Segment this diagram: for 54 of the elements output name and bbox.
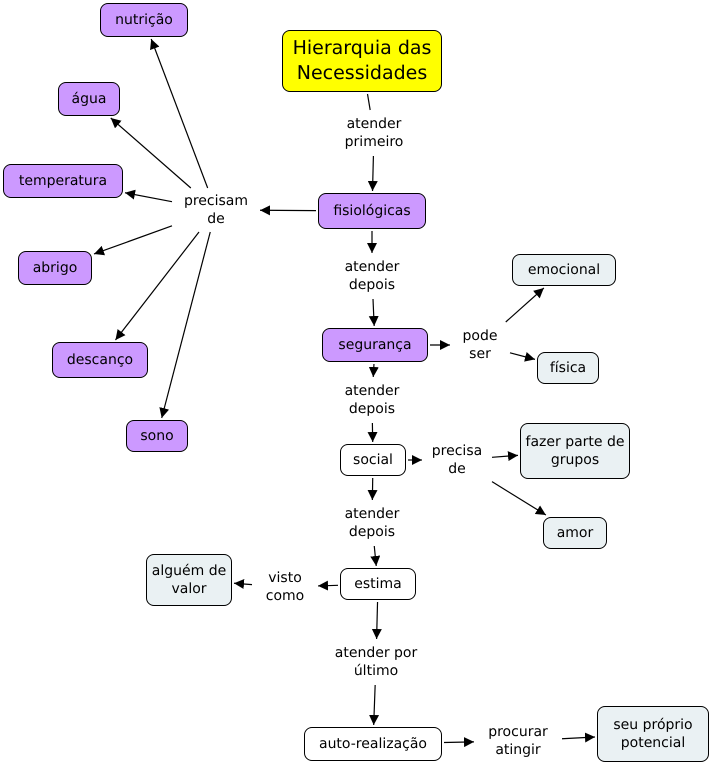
concept-box: física xyxy=(537,352,599,384)
concept-box: estima xyxy=(340,568,416,600)
concept-box: sono xyxy=(126,420,188,452)
arrow xyxy=(150,38,208,188)
linking-phrase: atender por último xyxy=(324,641,428,683)
arrow xyxy=(408,455,422,465)
arrow xyxy=(368,364,379,378)
concept-box: segurança xyxy=(322,328,428,362)
linking-phrase: atender depois xyxy=(330,255,414,297)
linking-phrase: visto como xyxy=(254,566,316,608)
concept-box: alguém de valor xyxy=(146,554,232,606)
arrow xyxy=(260,205,316,216)
arrow xyxy=(368,478,378,500)
arrow xyxy=(510,352,536,362)
arrow xyxy=(369,684,380,726)
arrow xyxy=(110,118,192,188)
linking-phrase: atender depois xyxy=(330,379,414,421)
linking-phrase: precisa de xyxy=(424,439,490,481)
arrow xyxy=(562,732,596,743)
arrow xyxy=(492,481,546,516)
concept-box: seu próprio potencial xyxy=(597,706,709,762)
concept-box: nutrição xyxy=(100,3,188,37)
concept-box: fazer parte de grupos xyxy=(520,423,630,479)
linking-phrase: atender depois xyxy=(330,502,414,544)
arrow xyxy=(492,451,518,462)
concept-box: descanço xyxy=(52,342,148,378)
arrow xyxy=(444,737,474,748)
arrow xyxy=(234,579,252,589)
concept-box: fisiológicas xyxy=(318,193,426,229)
concept-box: amor xyxy=(543,517,607,549)
linking-phrase: pode ser xyxy=(452,324,508,366)
concept-box: emocional xyxy=(512,254,616,286)
arrow xyxy=(94,225,172,256)
arrow xyxy=(368,298,379,326)
arrow xyxy=(372,602,382,640)
concept-box: social xyxy=(340,444,406,476)
concept-box: água xyxy=(58,82,120,116)
title-box: Hierarquia das Necessidades xyxy=(282,30,442,92)
arrow xyxy=(318,580,338,591)
arrow xyxy=(505,288,544,322)
linking-phrase: atender primeiro xyxy=(330,112,418,154)
linking-phrase: procurar atingir xyxy=(476,720,560,762)
linking-phrase: precisam de xyxy=(174,190,258,230)
arrow xyxy=(368,156,378,192)
concept-box: temperatura xyxy=(3,164,123,198)
arrow xyxy=(367,231,377,253)
arrow xyxy=(124,190,172,202)
arrow xyxy=(430,340,450,350)
arrow xyxy=(370,546,380,566)
arrow xyxy=(159,232,211,418)
arrow xyxy=(368,422,378,442)
concept-box: abrigo xyxy=(18,251,92,285)
arrow xyxy=(115,232,200,340)
concept-box: auto-realização xyxy=(304,727,442,761)
